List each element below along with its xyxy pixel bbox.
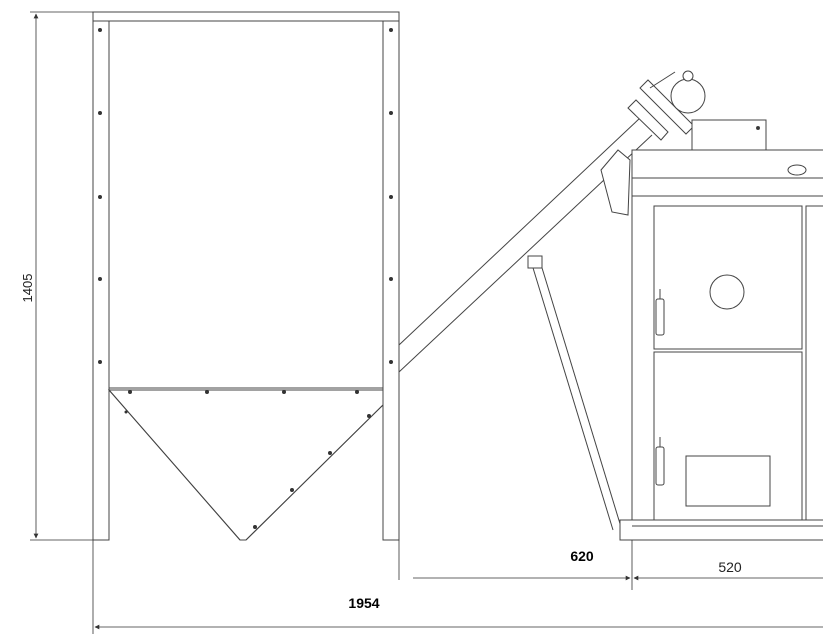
dimension-labels: 1405 620 520 1954 [20, 274, 742, 611]
boiler-depth-dimension-label: 520 [718, 559, 742, 575]
hopper-bolts [98, 28, 393, 529]
boiler [619, 119, 823, 541]
dimension-lines [30, 11, 823, 634]
hopper-to-boiler-dimension-label: 620 [570, 548, 594, 564]
total-length-dimension-label: 1954 [348, 595, 379, 611]
height-dimension-label: 1405 [20, 274, 35, 303]
feed-auger [398, 70, 706, 531]
pellet-hopper [92, 11, 400, 541]
